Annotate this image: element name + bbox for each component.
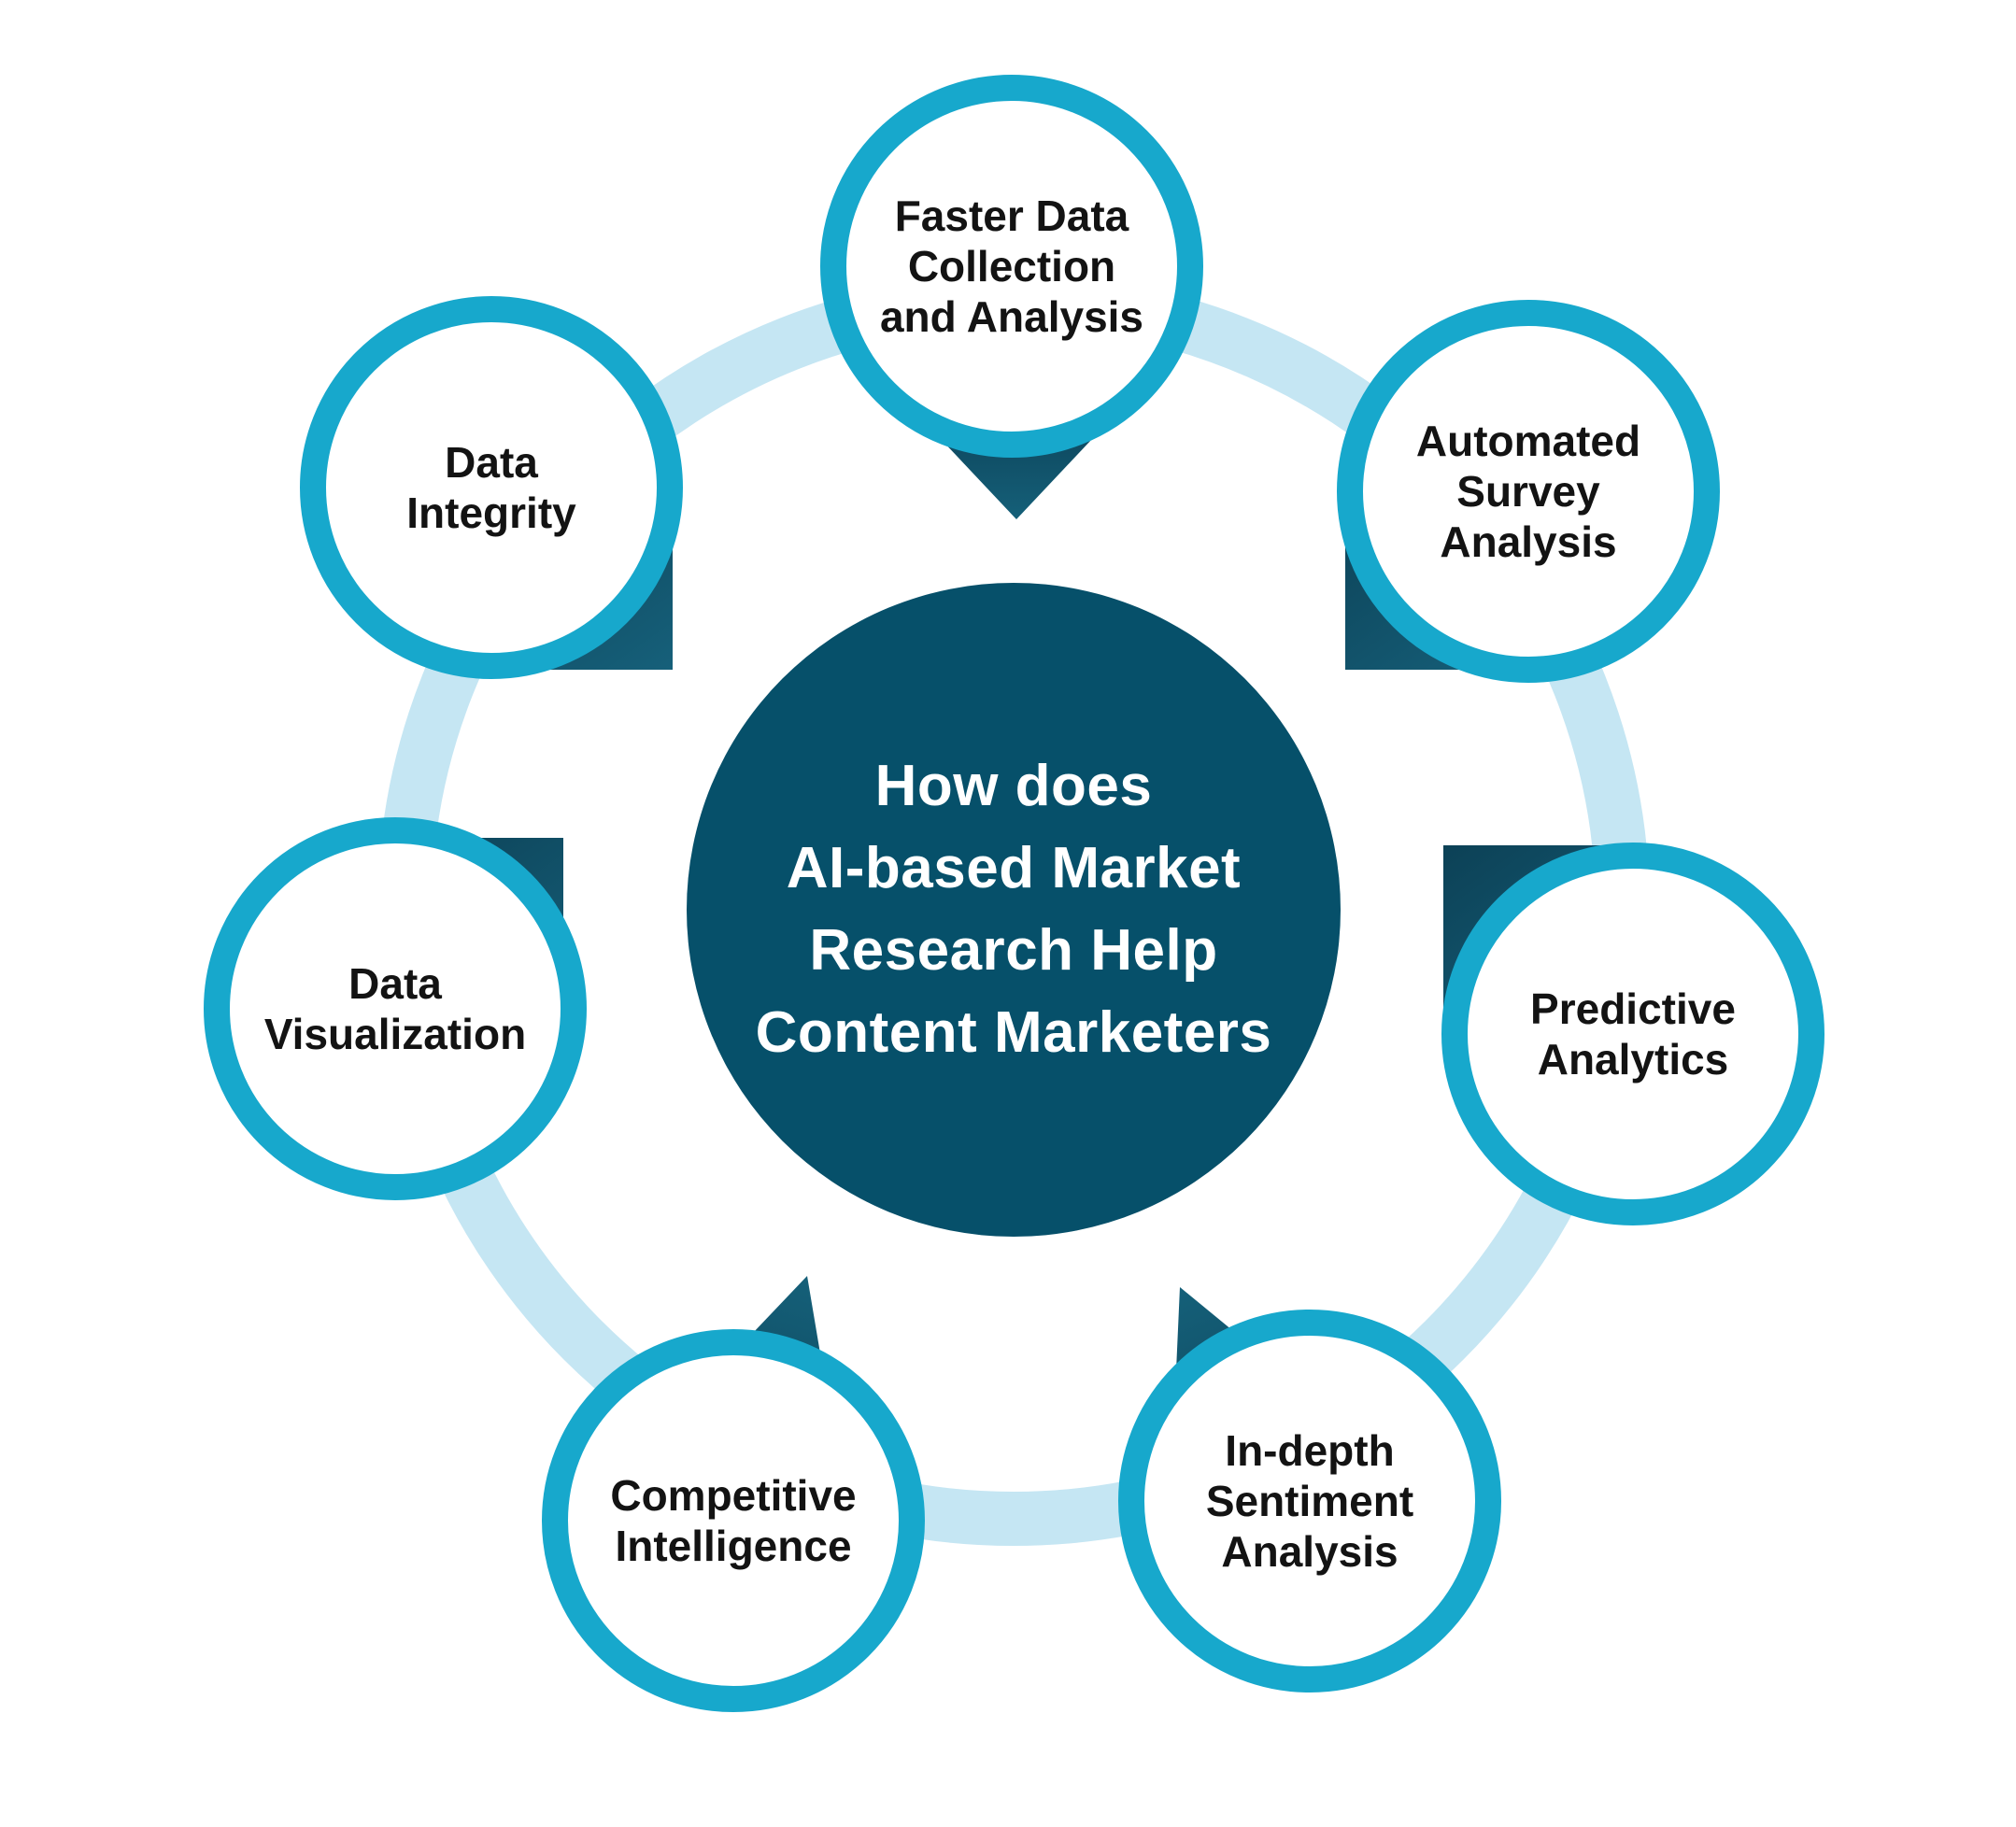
- node-label-data-visualization: Data Visualization: [263, 958, 527, 1058]
- center-title: How does AI-based Market Research Help C…: [755, 753, 1272, 1066]
- node-label-faster-data-collection: Faster Data Collection and Analysis: [879, 191, 1144, 342]
- node-predictive-analytics: Predictive Analytics: [1441, 843, 1824, 1225]
- node-competitive-intelligence: Competitive Intelligence: [542, 1329, 925, 1712]
- node-faster-data-collection: Faster Data Collection and Analysis: [820, 75, 1203, 458]
- node-automated-survey-analysis: Automated Survey Analysis: [1337, 300, 1720, 683]
- node-label-automated-survey-analysis: Automated Survey Analysis: [1415, 416, 1641, 567]
- center-circle: How does AI-based Market Research Help C…: [687, 583, 1341, 1237]
- node-in-depth-sentiment-analysis: In-depth Sentiment Analysis: [1118, 1310, 1501, 1692]
- node-label-data-integrity: Data Integrity: [406, 437, 576, 537]
- node-label-predictive-analytics: Predictive Analytics: [1530, 984, 1736, 1083]
- node-data-visualization: Data Visualization: [204, 817, 587, 1200]
- node-label-competitive-intelligence: Competitive Intelligence: [610, 1470, 857, 1570]
- node-data-integrity: Data Integrity: [300, 296, 683, 679]
- node-label-in-depth-sentiment-analysis: In-depth Sentiment Analysis: [1205, 1425, 1414, 1577]
